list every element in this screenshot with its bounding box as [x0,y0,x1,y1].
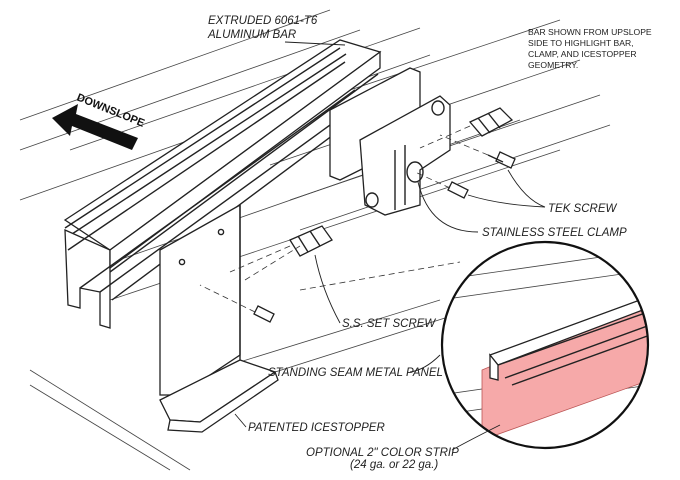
set-screw-lower [229,225,333,273]
tek-screw-lower [199,284,275,323]
icestopper-leader [234,413,247,428]
panel-label: STANDING SEAM METAL PANEL [268,367,443,379]
strip-label-line2: (24 ga. or 22 ga.) [350,459,438,471]
bar-leader [284,41,346,46]
arrow-left-icon [52,104,138,150]
tek-screw-leader-2 [467,194,546,208]
extruded-aluminum-bar [63,39,382,329]
set-screw-leader [314,254,341,324]
strip-leader [451,424,501,451]
set-screw-label: S.S. SET SCREW [342,318,436,330]
detail-magnifier [440,240,650,450]
set-screw-upper [419,107,514,149]
icestopper-label: PATENTED ICESTOPPER [248,422,385,434]
tek-screw-leader [507,169,546,208]
bar-label-line1: EXTRUDED 6061-T6 [208,15,318,27]
tek-screw-middle [414,171,469,199]
clamp-label: STAINLESS STEEL CLAMP [482,227,627,239]
tek-screw-upper [439,134,516,169]
clamp-alignment-line [299,261,461,291]
note-line2: SIDE TO HIGHLIGHT BAR, [528,38,634,48]
note-line4: GEOMETRY. [528,60,578,70]
note-line1: BAR SHOWN FROM UPSLOPE [528,27,652,37]
tek-screw-label: TEK SCREW [548,203,618,215]
patented-icestopper [159,203,279,433]
icestopper-alignment-line [244,245,301,281]
note-line3: CLAMP, AND ICESTOPPER [528,49,637,59]
bar-label-line2: ALUMINUM BAR [207,29,296,41]
stainless-steel-clamp [329,67,451,216]
clamp-leader [417,181,479,233]
panel-leader [409,354,441,373]
strip-label-line1: OPTIONAL 2" COLOR STRIP [306,447,459,459]
